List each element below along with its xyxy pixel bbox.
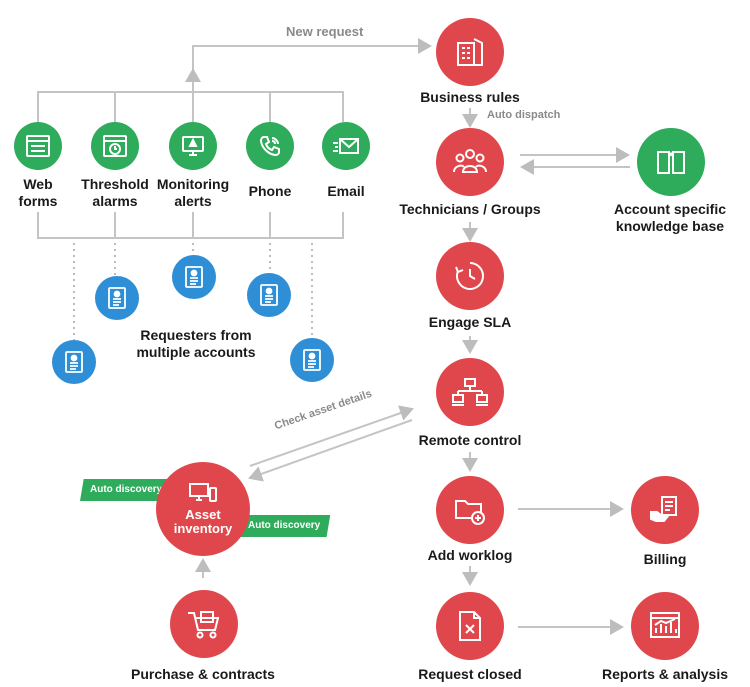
- clock-window-icon: [91, 122, 139, 170]
- technicians-groups-label: Technicians / Groups: [399, 201, 541, 217]
- email-icon: [322, 122, 370, 170]
- web-form-icon: [14, 122, 62, 170]
- asset-inventory-label: Asset inventory: [174, 508, 233, 536]
- group-icon: [436, 128, 504, 196]
- channel-label-line1: Monitoring: [156, 176, 230, 192]
- reports-chart-icon: [631, 592, 699, 660]
- folder-add-icon: [436, 476, 504, 544]
- reports-analysis-label: Reports & analysis: [601, 666, 729, 682]
- sla-timer-icon: [436, 242, 504, 310]
- asset-inventory-node: Asset inventory: [156, 462, 250, 556]
- channel-label-line2: alerts: [174, 193, 212, 209]
- monitor-alert-icon: [169, 122, 217, 170]
- auto-dispatch-label: Auto dispatch: [487, 109, 561, 121]
- purchase-contracts-label: Purchase & contracts: [131, 666, 275, 682]
- book-icon: [637, 128, 705, 196]
- engage-sla-label: Engage SLA: [428, 314, 512, 330]
- network-icon: [436, 358, 504, 426]
- asset-label-line2: inventory: [173, 521, 233, 536]
- shopping-cart-icon: [170, 590, 238, 658]
- new-request-label: New request: [286, 24, 364, 39]
- document-closed-icon: [436, 592, 504, 660]
- requesters-label: Requesters from multiple accounts: [126, 327, 266, 361]
- asset-label-line1: Asset: [185, 507, 221, 522]
- billing-icon: [631, 476, 699, 544]
- channel-label-line1: Threshold: [81, 176, 149, 192]
- business-rules-label: Business rules: [420, 89, 520, 105]
- channel-monitoring-alerts: Monitoring alerts: [153, 176, 233, 210]
- channel-label-line1: Web: [23, 176, 53, 192]
- requester-card-icon: [52, 340, 96, 384]
- channel-phone: Phone: [248, 183, 292, 199]
- requesters-label-line1: Requesters from: [140, 327, 252, 343]
- knowledge-base-label: Account specific knowledge base: [600, 201, 740, 235]
- requester-card-icon: [95, 276, 139, 320]
- requester-card-icon: [290, 338, 334, 382]
- building-icon: [436, 18, 504, 86]
- channel-web-forms: Web forms: [2, 176, 74, 210]
- channel-label-line2: forms: [18, 193, 58, 209]
- channel-threshold-alarms: Threshold alarms: [75, 176, 155, 210]
- channel-label-line2: alarms: [92, 193, 138, 209]
- auto-discovery-tag-left: Auto discovery: [80, 479, 173, 501]
- billing-label: Billing: [643, 551, 687, 567]
- remote-control-label: Remote control: [418, 432, 522, 448]
- channel-email: Email: [327, 183, 365, 199]
- phone-icon: [246, 122, 294, 170]
- requester-card-icon: [247, 273, 291, 317]
- auto-discovery-tag-right: Auto discovery: [238, 515, 331, 537]
- requesters-label-line2: multiple accounts: [136, 344, 256, 360]
- request-closed-label: Request closed: [418, 666, 522, 682]
- knowledge-base-line1: Account specific: [613, 201, 727, 217]
- requester-card-icon: [172, 255, 216, 299]
- devices-icon: [189, 483, 217, 502]
- knowledge-base-line2: knowledge base: [615, 218, 725, 234]
- add-worklog-label: Add worklog: [427, 547, 513, 563]
